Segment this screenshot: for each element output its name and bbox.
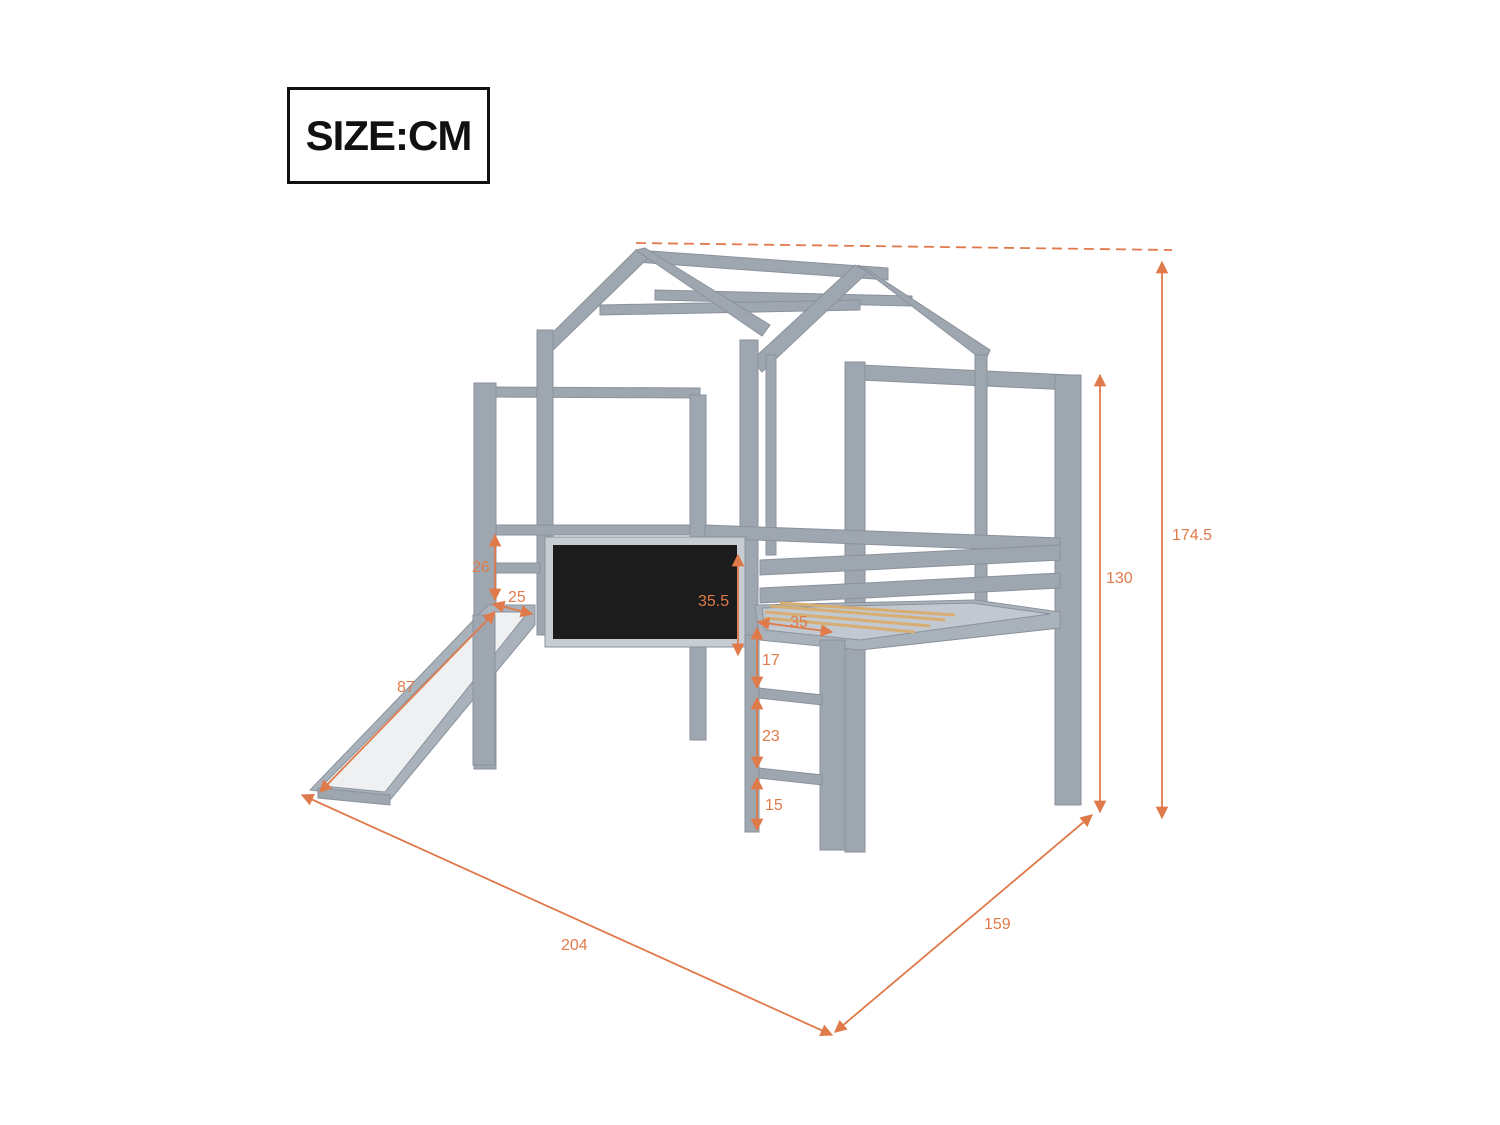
label-length: 204: [561, 937, 588, 954]
back-gable-right: [634, 247, 771, 337]
label-ladder-width: 35: [790, 614, 808, 631]
bed-slats: [764, 601, 956, 634]
guard-rail-left-top: [495, 524, 691, 536]
guard-rail-front-mid: [759, 572, 1061, 604]
chalkboard: [544, 536, 746, 648]
post-back-right: [974, 354, 988, 616]
label-guard-height: 26: [472, 559, 490, 576]
dimension-lines: [300, 242, 1173, 1037]
size-unit-label: SIZE:CM: [287, 87, 490, 184]
label-slide-length: 87: [397, 679, 415, 696]
label-depth: 159: [984, 916, 1011, 933]
label-ladder-top-gap: 17: [762, 652, 780, 669]
slide-width-arrow: [491, 600, 534, 618]
slat: [769, 604, 946, 622]
size-unit-text: SIZE:CM: [305, 111, 473, 159]
guard-rail-left-mid: [495, 562, 541, 574]
slide: [308, 604, 536, 806]
ladder-rail-right: [819, 639, 846, 851]
ladder: [744, 634, 846, 851]
label-platform-height: 130: [1106, 570, 1133, 587]
depth-arrow: [834, 814, 1093, 1033]
post-inner: [765, 354, 777, 556]
top-rail-back-left: [494, 386, 701, 399]
label-ladder-bottom-gap: 15: [765, 797, 783, 814]
dimension-labels: 174.5 130 159 204 87 26 25 35.5 35 17 23…: [397, 527, 1212, 954]
slide-length-arrow: [319, 611, 496, 793]
slat: [764, 610, 931, 628]
length-arrow: [300, 793, 834, 1037]
post-corner-right: [1054, 374, 1082, 806]
ladder-rung: [758, 687, 823, 706]
front-gable-right: [857, 264, 991, 363]
back-gable-left: [539, 249, 649, 356]
guard-rail-front-top: [759, 544, 1061, 576]
slat: [779, 601, 956, 617]
ladder-width-arrow: [756, 617, 834, 637]
label-ladder-rung-gap: 23: [762, 728, 780, 745]
bed-illustration: [473, 247, 1082, 853]
label-slide-width: 25: [508, 589, 526, 606]
top-dashed-line: [635, 242, 1173, 251]
top-rail-back-right: [859, 364, 1071, 391]
label-total-height: 174.5: [1172, 527, 1212, 544]
ladder-rung: [758, 767, 823, 786]
label-chalkboard-height: 35.5: [698, 593, 729, 610]
